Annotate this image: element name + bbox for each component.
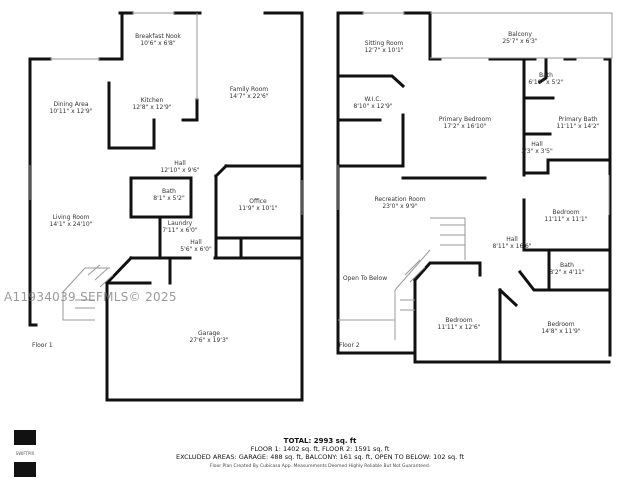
room-name: Bath	[539, 72, 553, 79]
logo-block-top	[14, 430, 36, 445]
room-size: 8'1" x 5'2"	[153, 195, 185, 202]
room-size: 17'2" x 16'10"	[443, 123, 487, 130]
room-name: Hall	[190, 239, 202, 246]
room-size: 10'6" x 6'8"	[140, 40, 176, 47]
credit-note: Floor Plan Created By Cubicasa App. Meas…	[209, 464, 431, 469]
room-name: Breakfast Nook	[135, 33, 181, 40]
room-size: 23'0" x 9'9"	[382, 203, 418, 210]
floor1-thin-lines	[29, 12, 303, 321]
room-name: Balcony	[508, 31, 532, 38]
room-name: Hall	[506, 236, 518, 243]
room-size: 8'11" x 16'6"	[492, 243, 532, 250]
room-name: Office	[249, 198, 267, 205]
room-name: Laundry	[167, 220, 193, 227]
room-size: 14'1" x 24'10"	[49, 221, 93, 228]
floor-areas: FLOOR 1: 1402 sq. ft, FLOOR 2: 1591 sq. …	[250, 445, 390, 453]
room-size: 25'7" x 6'3"	[502, 38, 538, 45]
room-size: 11'9" x 10'1"	[238, 205, 278, 212]
room-name: Primary Bath	[558, 116, 598, 123]
room-name: Living Room	[52, 214, 90, 221]
room-name: W.I.C.	[364, 96, 382, 103]
company-logo: SWIFTPIX	[14, 430, 36, 477]
room-size: 8'10" x 12'9"	[353, 103, 393, 110]
floor1-label: Floor 1	[32, 342, 53, 349]
room-name: Bath	[560, 262, 574, 269]
room-name: Hall	[531, 141, 543, 148]
logo-text: SWIFTPIX	[15, 451, 35, 456]
room-name: Dining Area	[53, 101, 89, 108]
excluded-areas: EXCLUDED AREAS: GARAGE: 488 sq. ft, BALC…	[175, 453, 465, 461]
room-size: 10'11" x 12'9"	[49, 108, 93, 115]
room-size: 3'3" x 3'5"	[521, 148, 553, 155]
room-open-to-below: Open To Below	[343, 275, 387, 282]
room-size: 12'7" x 10'1"	[364, 47, 404, 54]
room-size: 6'10" x 5'2"	[528, 79, 564, 86]
room-size: 14'8" x 11'9"	[541, 328, 581, 335]
room-size: 27'6" x 19'3"	[189, 337, 229, 344]
room-name: Bedroom	[547, 321, 575, 328]
room-size: 11'11" x 12'6"	[437, 324, 481, 331]
room-name: Open To Below	[342, 275, 388, 282]
room-name: Primary Bedroom	[438, 116, 492, 123]
logo-block-bottom	[14, 462, 36, 477]
total-area: TOTAL: 2993 sq. ft	[283, 437, 357, 445]
room-size: 8'2" x 4'11"	[549, 269, 585, 276]
room-name: Kitchen	[140, 97, 164, 104]
room-name: Family Room	[229, 86, 269, 93]
floor2-label: Floor 2	[339, 342, 360, 349]
room-name: Hall	[174, 160, 186, 167]
mls-watermark: A11934039 SEFMLS© 2025	[4, 290, 177, 304]
room-size: 5'6" x 6'0"	[180, 246, 212, 253]
room-size: 11'11" x 14'2"	[556, 123, 600, 130]
room-size: 7'11" x 6'0"	[162, 227, 198, 234]
room-name: Garage	[198, 330, 220, 337]
room-size: 12'8" x 12'9"	[132, 104, 172, 111]
room-size: 14'7" x 22'6"	[229, 93, 269, 100]
room-name: Bath	[162, 188, 176, 195]
room-name: Bedroom	[552, 209, 580, 216]
floor2-thin-lines	[337, 12, 613, 340]
room-size: 12'10" x 9'6"	[160, 167, 200, 174]
room-name: Sitting Room	[364, 40, 404, 47]
room-name: Recreation Room	[374, 196, 426, 203]
floor2-walls	[336, 11, 612, 364]
room-wic: W.I.C.8'10" x 12'9"	[353, 96, 392, 110]
room-name: Bedroom	[445, 317, 473, 324]
room-size: 11'11" x 11'1"	[544, 216, 588, 223]
